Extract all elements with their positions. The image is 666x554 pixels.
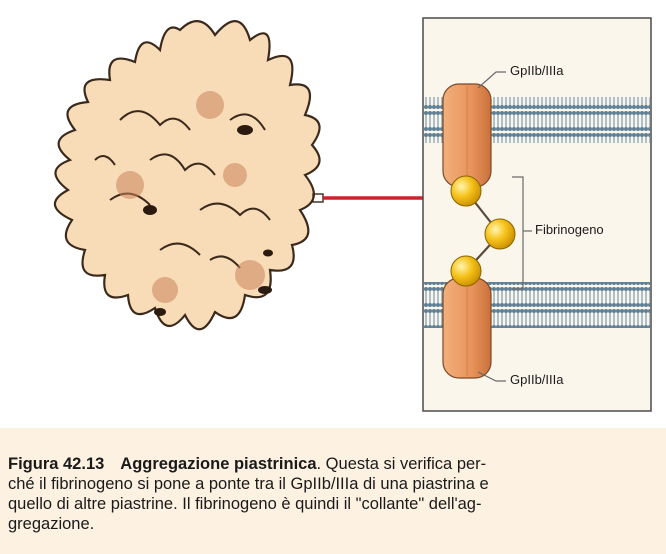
platelet-aggregate <box>53 20 321 331</box>
detail-panel <box>422 17 652 412</box>
gpiib-iiia-receptor-top <box>442 83 492 188</box>
caption-line-4: gregazione. <box>8 515 95 533</box>
fibrinogen-molecule <box>450 175 516 287</box>
figure-caption: Figura 42.13 Aggregazione piastrinica. Qu… <box>8 454 656 534</box>
caption-line-2: ché il fibrinogeno si pone a ponte tra i… <box>8 475 489 493</box>
gpiib-iiia-label-top: GpIIb/IIIa <box>508 63 566 78</box>
caption-line-3: quello di altre piastrine. Il fibrinogen… <box>8 495 482 513</box>
gpiib-iiia-receptor-bottom <box>442 277 492 379</box>
figure-number: Figura 42.13 <box>8 455 105 473</box>
figure-title: Aggregazione piastrinica <box>120 455 317 473</box>
fibrinogen-label: Fibrinogeno <box>533 222 606 237</box>
caption-line-1: . Questa si verifica per- <box>316 455 487 473</box>
gpiib-iiia-label-bottom: GpIIb/IIIa <box>508 372 566 387</box>
caption-background <box>0 428 666 554</box>
platelet-aggregation-figure <box>53 17 652 412</box>
